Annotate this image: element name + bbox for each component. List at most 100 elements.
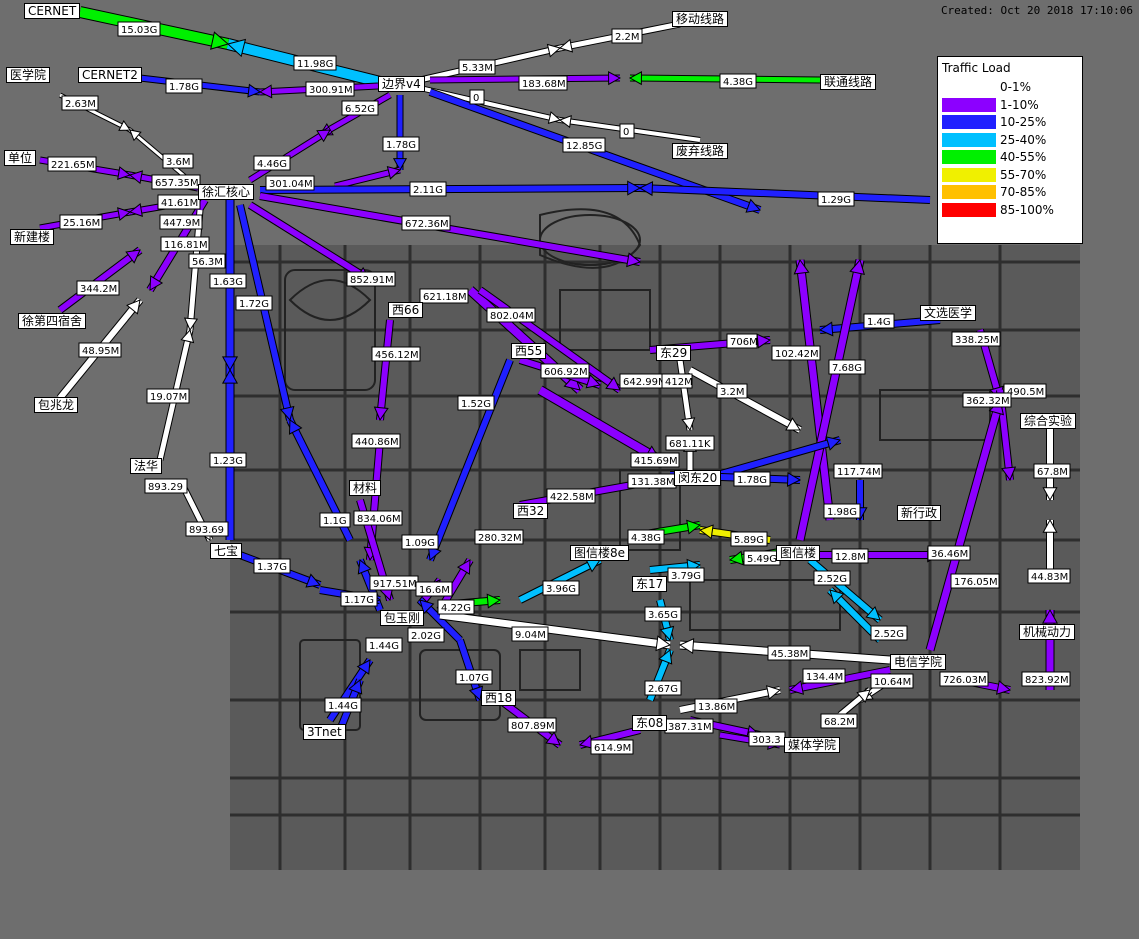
svg-text:1.78G: 1.78G — [737, 475, 767, 486]
node-2[interactable]: 医学院 — [6, 67, 51, 83]
link-19 — [259, 185, 641, 193]
link-label-82: 2.02G — [407, 627, 445, 643]
link-arrowhead-80 — [995, 680, 1012, 695]
node-26[interactable]: 图信楼 — [776, 545, 821, 561]
link-label-14: 3.6M — [162, 153, 194, 169]
node-12[interactable]: 移动线路 — [672, 11, 729, 27]
link-20 — [639, 185, 931, 203]
link-arrowhead-19 — [627, 180, 642, 196]
node-9[interactable]: 3Tnet — [303, 724, 346, 740]
link-arrowhead-36 — [818, 321, 834, 337]
svg-text:1.23G: 1.23G — [213, 456, 243, 467]
svg-text:11.98G: 11.98G — [297, 59, 333, 70]
link-label-24: 116.81M — [160, 236, 210, 252]
legend-label-3: 25-40% — [1000, 132, 1047, 147]
link-arrowhead-59 — [698, 524, 714, 540]
link-label-15: 221.65M — [47, 156, 97, 172]
link-label-52: 67.8M — [1033, 463, 1071, 479]
link-arrowhead-62 — [305, 573, 321, 588]
legend-label-7: 85-100% — [1000, 202, 1054, 217]
node-11[interactable]: 边界v4 — [378, 76, 425, 92]
svg-text:1.44G: 1.44G — [369, 641, 399, 652]
link-arrowhead-44 — [681, 417, 696, 432]
link-label-3: 300.91M — [305, 81, 355, 97]
node-32[interactable]: 媒体学院 — [784, 737, 841, 753]
node-17[interactable]: 新行政 — [897, 505, 942, 521]
node-0[interactable]: CERNET — [24, 3, 81, 19]
svg-text:657.35M: 657.35M — [155, 178, 199, 189]
node-13[interactable]: 联通线路 — [820, 74, 877, 90]
legend-swatch-7 — [942, 202, 996, 217]
node-25[interactable]: 图信楼8e — [570, 545, 630, 561]
svg-text:3.6M: 3.6M — [166, 157, 191, 168]
svg-text:0: 0 — [473, 93, 479, 104]
link-label-4: 5.33M — [458, 59, 496, 75]
node-20[interactable]: 西55 — [511, 343, 547, 359]
node-19[interactable]: 西66 — [388, 302, 424, 318]
node-14[interactable]: 废弃线路 — [672, 143, 729, 159]
link-arrowhead-2 — [247, 83, 262, 98]
node-24[interactable]: 材料 — [349, 480, 382, 496]
node-31[interactable]: 东08 — [632, 715, 668, 731]
link-arrowhead-6 — [608, 71, 622, 86]
svg-text:606.92M: 606.92M — [544, 367, 588, 378]
link-label-51: 117.74M — [833, 463, 883, 479]
link-label-71: 16.6M — [415, 581, 453, 597]
node-10[interactable]: 徐汇核心 — [198, 184, 255, 200]
svg-text:25.16M: 25.16M — [63, 218, 100, 229]
node-18[interactable]: 机械动力 — [1019, 624, 1076, 640]
link-label-81: 1.44G — [365, 637, 403, 653]
link-arrowhead-31 — [288, 419, 303, 435]
node-8[interactable]: 七宝 — [210, 543, 243, 559]
node-5[interactable]: 徐第四宿舍 — [18, 313, 87, 329]
link-arrowhead-81 — [1041, 608, 1059, 624]
link-arrowhead-83 — [658, 649, 673, 665]
link-arrowhead-69 — [1042, 518, 1058, 533]
link-39 — [796, 259, 834, 521]
node-23[interactable]: 西32 — [513, 503, 549, 519]
node-29[interactable]: 电信学院 — [890, 654, 947, 670]
link-label-79: 3.65G — [644, 606, 682, 622]
link-arrowhead-0 — [210, 31, 230, 50]
node-28[interactable]: 包玉刚 — [380, 610, 425, 626]
link-label-7: 4.38G — [719, 73, 757, 89]
svg-text:183.68M: 183.68M — [522, 79, 566, 90]
svg-text:802.04M: 802.04M — [490, 311, 534, 322]
node-16[interactable]: 综合实验 — [1020, 413, 1077, 429]
link-label-89: 1.07G — [455, 669, 493, 685]
node-6[interactable]: 包兆龙 — [34, 397, 79, 413]
svg-text:807.89M: 807.89M — [511, 721, 555, 732]
legend-swatch-5 — [942, 167, 996, 182]
svg-text:642.99M: 642.99M — [623, 377, 667, 388]
svg-text:387.31M: 387.31M — [668, 722, 712, 733]
legend-label-4: 40-55% — [1000, 150, 1047, 164]
legend-swatch-4 — [942, 150, 996, 164]
link-arrowhead-1 — [226, 38, 247, 58]
link-label-9: 0 — [619, 123, 635, 139]
node-27[interactable]: 东17 — [632, 576, 668, 592]
node-3[interactable]: 单位 — [4, 150, 37, 166]
link-arrowhead-7 — [628, 71, 642, 86]
link-41 — [377, 319, 393, 421]
svg-text:2.63M: 2.63M — [65, 99, 96, 110]
link-label-46: 362.32M — [962, 392, 1012, 408]
node-1[interactable]: CERNET2 — [78, 67, 142, 83]
svg-text:2.02G: 2.02G — [411, 631, 441, 642]
link-arrowhead-57 — [456, 559, 471, 575]
link-label-32: 852.91M — [346, 271, 396, 287]
node-7[interactable]: 法华 — [130, 458, 163, 474]
link-arrowhead-74 — [356, 659, 371, 675]
link-label-76: 44.83M — [1027, 568, 1071, 584]
node-4[interactable]: 新建楼 — [10, 229, 55, 245]
node-15[interactable]: 文选医学 — [920, 305, 977, 321]
svg-text:917.51M: 917.51M — [373, 579, 417, 590]
link-arrowhead-32 — [180, 328, 195, 344]
node-30[interactable]: 西18 — [481, 690, 517, 706]
node-21[interactable]: 东29 — [656, 345, 692, 361]
link-label-13: 2.63M — [61, 95, 99, 111]
node-22[interactable]: 闵东20 — [674, 470, 722, 486]
link-label-53: 1.23G — [209, 452, 247, 468]
svg-text:338.25M: 338.25M — [955, 335, 999, 346]
link-arrowhead-4 — [546, 43, 562, 58]
svg-text:1.44G: 1.44G — [328, 701, 358, 712]
